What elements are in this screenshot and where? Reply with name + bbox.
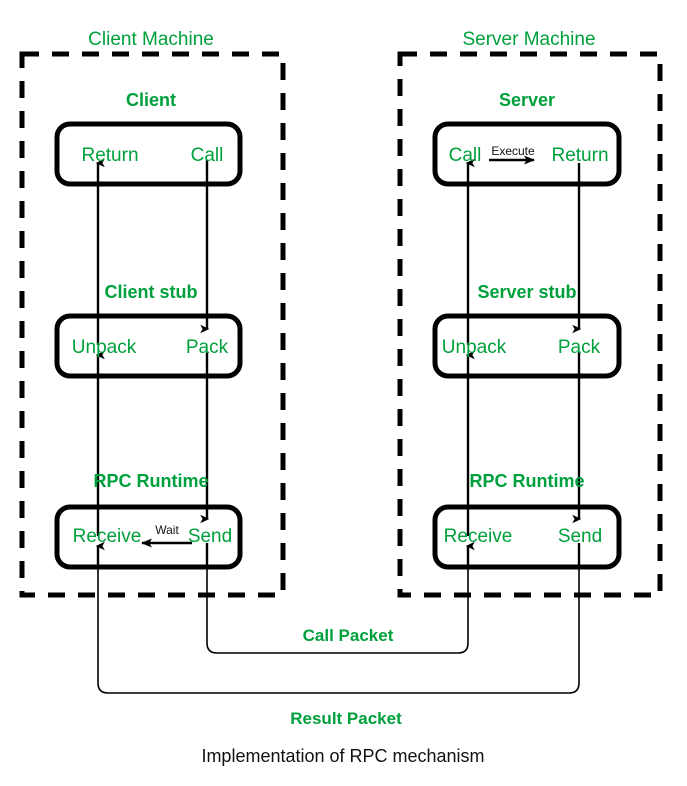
server-receive-label[interactable]: Receive (443, 526, 513, 547)
server-machine-boundary (397, 51, 663, 598)
client-wait-label: Wait (155, 523, 179, 537)
client-box[interactable] (54, 121, 243, 187)
client-stub-box[interactable] (54, 313, 243, 379)
server-send-label[interactable]: Send (557, 526, 603, 547)
call-packet-path (206, 558, 475, 654)
server-layer-title: Server (498, 90, 556, 110)
client-rpc-runtime-box[interactable] (54, 504, 243, 570)
client-unpack-label[interactable]: Unpack (71, 337, 137, 358)
client-stub-layer-title: Client stub (104, 282, 198, 302)
server-machine-title: Server Machine (462, 29, 596, 50)
client-machine-boundary (19, 51, 286, 598)
server-call-label[interactable]: Call (448, 145, 482, 166)
server-stub-layer-title: Server stub (477, 282, 577, 302)
result-packet-path (95, 558, 580, 694)
diagram-caption: Implementation of RPC mechanism (201, 746, 485, 766)
client-return-label[interactable]: Return (81, 145, 139, 166)
server-pack-label[interactable]: Pack (557, 337, 601, 358)
server-box[interactable] (432, 121, 622, 187)
server-execute-label: Execute (491, 144, 535, 158)
client-pack-label[interactable]: Pack (185, 337, 229, 358)
client-layer-title: Client (125, 90, 177, 110)
client-receive-label[interactable]: Receive (72, 526, 142, 547)
client-call-label[interactable]: Call (190, 145, 224, 166)
server-rpc-runtime-layer-title: RPC Runtime (469, 471, 585, 491)
client-rpc-runtime-layer-title: RPC Runtime (93, 471, 209, 491)
result-packet-label: Result Packet (290, 709, 402, 728)
server-unpack-label[interactable]: Unpack (441, 337, 507, 358)
client-machine-title: Client Machine (88, 29, 214, 50)
server-return-label[interactable]: Return (551, 145, 609, 166)
client-send-label[interactable]: Send (187, 526, 233, 547)
call-packet-label: Call Packet (302, 626, 394, 645)
